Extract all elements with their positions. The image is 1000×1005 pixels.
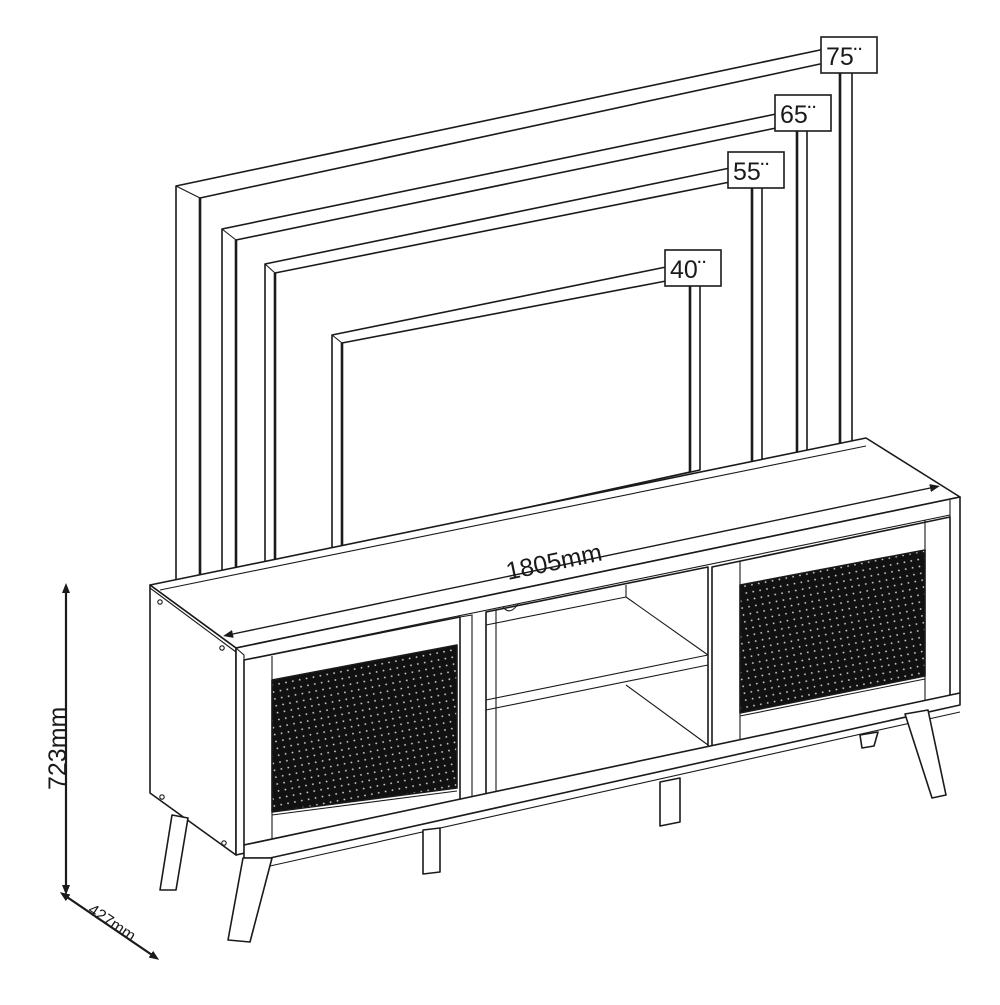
label-55-text: 55¨: [733, 158, 769, 186]
label-75-text: 75¨: [826, 43, 862, 71]
label-40: 40¨: [664, 249, 722, 287]
label-65: 65¨: [774, 94, 832, 132]
depth-label: 427mm: [85, 901, 139, 945]
height-dimension: 723mm: [44, 583, 72, 895]
label-40-text: 40¨: [670, 256, 706, 284]
left-door: [243, 614, 473, 846]
depth-dimension: 427mm: [59, 892, 160, 960]
tv-frame-40: [331, 266, 701, 549]
label-75: 75¨: [820, 36, 878, 74]
height-label: 723mm: [44, 707, 72, 790]
legs: [159, 709, 947, 943]
label-55: 55¨: [727, 151, 785, 189]
label-65-text: 65¨: [780, 101, 816, 129]
